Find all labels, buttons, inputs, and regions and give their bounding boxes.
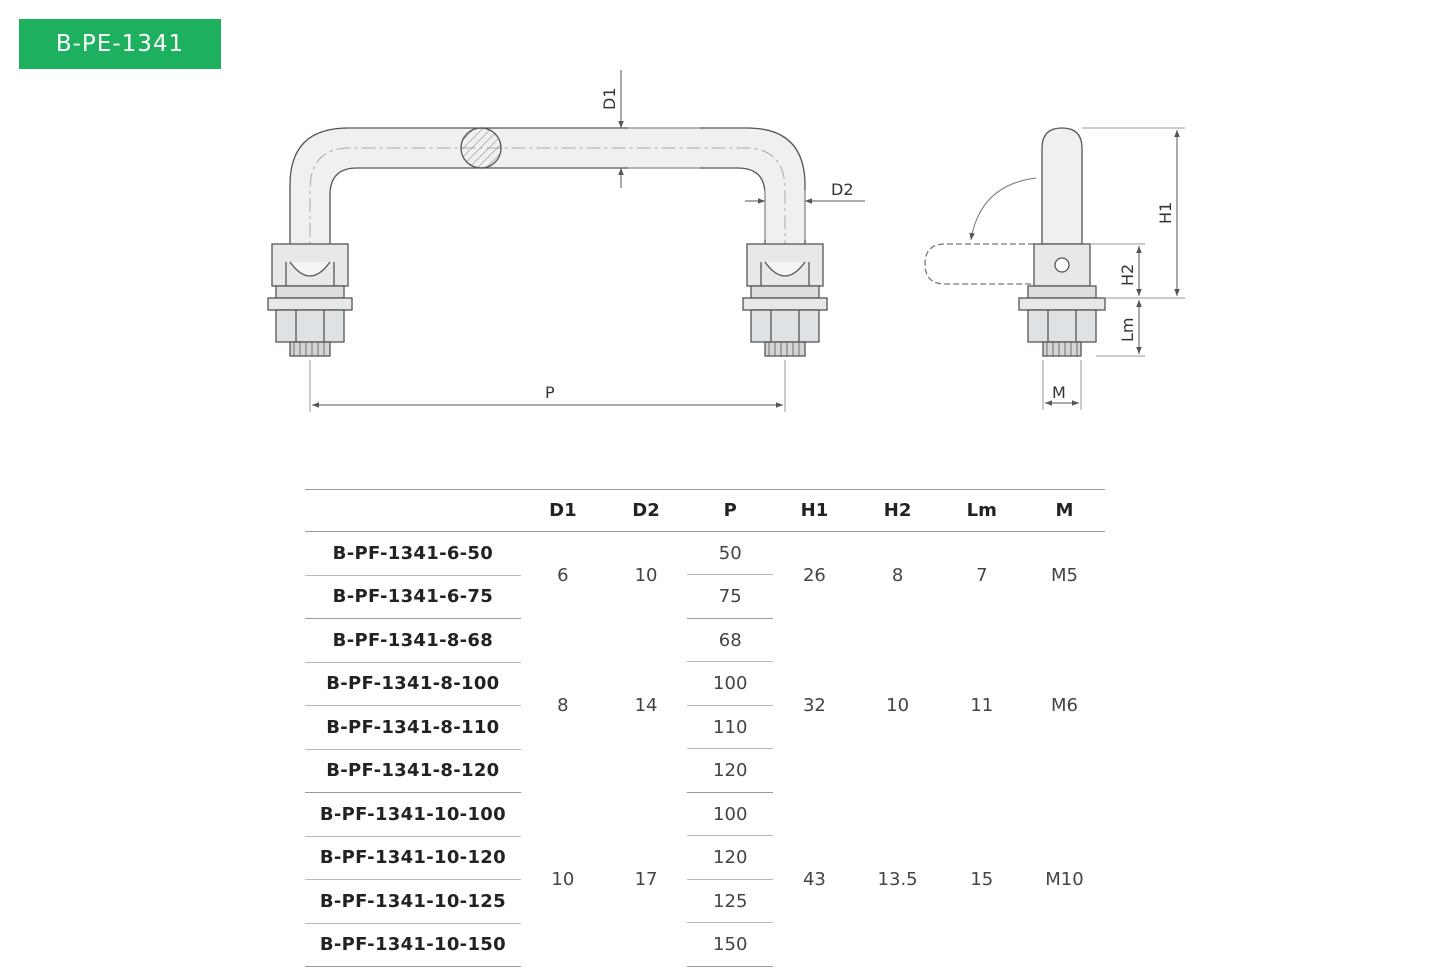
table-row: B-PF-1341-6-75 75 <box>305 575 1105 619</box>
p-cell: 110 <box>687 706 774 750</box>
m-cell: M6 <box>1050 695 1078 716</box>
front-view <box>267 127 828 357</box>
side-dimensions <box>1042 127 1185 410</box>
lm-cell: 7 <box>976 564 988 586</box>
d2-cell: 14 <box>634 695 658 716</box>
p-cell: 120 <box>687 836 774 880</box>
d2-cell: 17 <box>634 869 658 890</box>
model-cell: B-PF-1341-8-68 <box>305 618 521 663</box>
model-cell: B-PF-1341-10-100 <box>305 792 521 837</box>
header-h1: H1 <box>773 489 856 532</box>
model-cell: B-PF-1341-6-50 <box>305 531 521 576</box>
p-cell: 50 <box>687 532 774 576</box>
p-cell: 120 <box>687 749 774 793</box>
d1-cell: 10 <box>551 869 575 890</box>
dim-label-h1: H1 <box>1156 202 1175 224</box>
side-view <box>924 127 1106 357</box>
lm-cell: 11 <box>970 695 994 716</box>
table-header-row: D1 D2 P H1 H2 Lm M <box>305 489 1105 532</box>
d1-cell: 6 <box>557 564 569 586</box>
header-model <box>305 489 521 532</box>
table-row: B-PF-1341-6-50 6 10 50 26 8 7 M5 <box>305 531 1105 586</box>
dim-label-h2: H2 <box>1118 264 1137 286</box>
model-cell: B-PF-1341-8-100 <box>305 662 521 706</box>
table-row: B-PF-1341-10-150 150 <box>305 923 1105 967</box>
table-row: B-PF-1341-10-125 125 <box>305 879 1105 924</box>
product-code-badge: B-PE-1341 <box>19 19 221 69</box>
dim-label-d2: D2 <box>831 180 854 199</box>
technical-drawing: D1 D2 P H1 H2 Lm M <box>267 70 1185 412</box>
h1-cell: 26 <box>802 564 826 586</box>
header-h2: H2 <box>855 489 940 532</box>
p-cell: 75 <box>687 575 774 619</box>
m-cell: M10 <box>1045 869 1084 890</box>
model-cell: B-PF-1341-10-125 <box>305 879 521 924</box>
h1-cell: 32 <box>802 695 826 716</box>
p-cell: 150 <box>687 923 774 967</box>
table-row: B-PF-1341-8-120 120 <box>305 749 1105 793</box>
d1-cell: 8 <box>557 695 569 716</box>
d2-cell: 10 <box>634 564 658 586</box>
table-row: B-PF-1341-8-100 100 <box>305 662 1105 706</box>
model-cell: B-PF-1341-8-110 <box>305 705 521 750</box>
p-cell: 100 <box>687 662 774 706</box>
model-cell: B-PF-1341-10-150 <box>305 923 521 967</box>
front-dimensions <box>309 70 865 412</box>
header-p: P <box>687 489 774 532</box>
h2-cell: 8 <box>891 564 904 586</box>
model-cell: B-PF-1341-6-75 <box>305 575 521 619</box>
h2-cell: 10 <box>886 695 910 716</box>
table-row: B-PF-1341-8-68 8 14 68 32 10 11 M6 <box>305 618 1105 716</box>
header-lm: Lm <box>939 489 1024 532</box>
table-row: B-PF-1341-10-100 10 17 100 43 13.5 15 M1… <box>305 792 1105 890</box>
dim-label-lm: Lm <box>1118 318 1137 343</box>
p-cell: 68 <box>687 619 774 663</box>
p-cell: 100 <box>687 793 774 837</box>
header-d1: D1 <box>520 489 605 532</box>
h2-cell: 13.5 <box>877 869 918 890</box>
p-cell: 125 <box>687 880 774 924</box>
dim-label-p: P <box>545 383 555 402</box>
h1-cell: 43 <box>802 869 826 890</box>
table-row: B-PF-1341-10-120 120 <box>305 836 1105 880</box>
m-cell: M5 <box>1050 564 1078 586</box>
table-row: B-PF-1341-8-110 110 <box>305 705 1105 750</box>
model-cell: B-PF-1341-8-120 <box>305 749 521 793</box>
dim-label-d1: D1 <box>600 88 619 111</box>
dim-label-m: M <box>1052 383 1066 402</box>
spec-table: D1 D2 P H1 H2 Lm M B-PF-1341-6-50 6 10 5… <box>305 489 1105 967</box>
header-m: M <box>1023 489 1105 532</box>
lm-cell: 15 <box>970 869 994 890</box>
header-d2: D2 <box>604 489 688 532</box>
model-cell: B-PF-1341-10-120 <box>305 836 521 880</box>
